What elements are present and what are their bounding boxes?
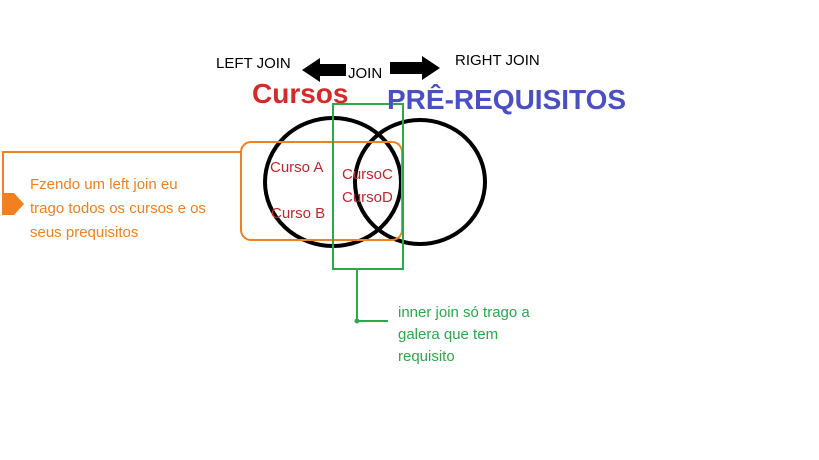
left-join-label: LEFT JOIN [216,55,291,72]
inner-join-dot [354,318,360,324]
inner-join-box [332,103,404,270]
left-join-pointer-icon [2,193,24,215]
cursos-title: Cursos [252,78,349,109]
prerequisitos-title: PRÊ-REQUISITOS [387,84,627,115]
inner-join-note-line: galera que tem [398,326,499,343]
curso-a-label: Curso A [270,159,324,176]
left-join-note-line: trago todos os cursos e os [30,200,206,217]
prerequisitos-circle [353,118,487,246]
inner-join-note-line: inner join só trago a [398,304,530,321]
curso-b-label: Curso B [271,205,326,222]
inner-join-connector [356,269,388,322]
left-arrow-icon [302,58,346,82]
curso-c-label: CursoC [342,166,393,183]
join-label: JOIN [348,65,383,82]
left-join-note: Fzendo um left join eu trago todos os cu… [30,173,206,245]
left-join-note-line: seus prequisitos [30,224,139,241]
right-join-label: RIGHT JOIN [455,52,540,69]
curso-d-label: CursoD [342,189,393,206]
inner-join-note-line: requisito [398,348,455,365]
left-join-note-line: Fzendo um left join eu [30,176,178,193]
right-arrow-icon [390,56,440,80]
inner-join-note: inner join só trago a galera que tem req… [398,302,530,368]
